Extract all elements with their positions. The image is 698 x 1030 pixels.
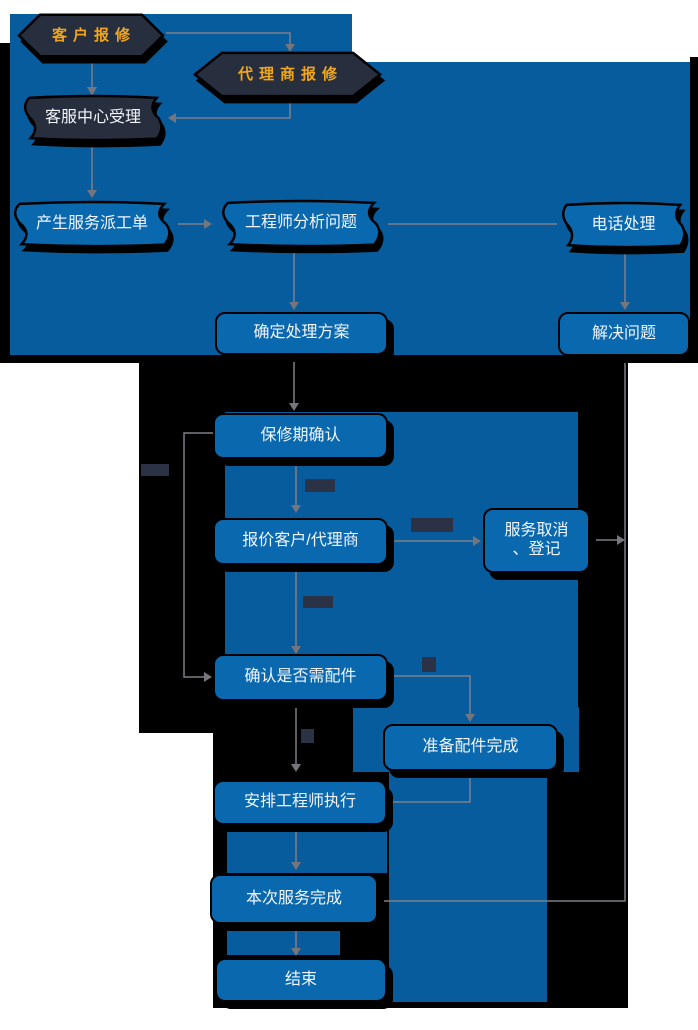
node-label: 保修期确认 [260,426,341,444]
node-parts-ready: 准备配件完成 [383,724,558,771]
condition-label-box [411,518,453,532]
hexagon-shape [16,13,166,58]
node-label-line1: 服务取消 [504,522,569,540]
node-label: 确定处理方案 [253,324,350,342]
node-agent-report: 代理商报修 [191,51,384,98]
node-label: 产生服务派工单 [35,214,148,232]
panel-shadow-right [690,57,698,363]
node-confirm-parts-needed: 确认是否需配件 [213,654,388,701]
panel-blue-gap2 [227,928,340,955]
condition-label-box [301,729,314,743]
tape-shape [17,94,169,142]
node-service-complete: 本次服务完成 [210,874,378,924]
node-label: 确认是否需配件 [244,668,357,686]
node-solve-problem: 解决问题 [558,312,690,356]
node-label: 解决问题 [591,324,656,342]
node-customer-report: 客户报修 [16,13,166,58]
node-assign-engineer: 安排工程师执行 [213,780,387,825]
hexagon-shape [191,51,384,98]
tape-shape [6,200,178,248]
node-phone-handle: 电话处理 [556,201,691,249]
node-create-work-order: 产生服务派工单 [6,200,178,248]
node-engineer-analyze: 工程师分析问题 [214,199,388,248]
node-label: 报价客户/代理商 [242,532,359,550]
condition-label-box [303,596,333,608]
node-label: 安排工程师执行 [243,793,356,811]
condition-label-box [305,479,335,492]
node-label: 准备配件完成 [422,738,519,756]
node-label: 客户报修 [51,26,136,44]
node-quote-customer-agent: 报价客户/代理商 [213,518,388,565]
node-service-cancel-register: 服务取消 、登记 [483,508,590,573]
node-label: 代理商报修 [237,65,343,83]
tape-shape [214,199,388,248]
condition-label-box [141,464,169,476]
node-label: 客服中心受理 [44,108,141,126]
node-warranty-confirm: 保修期确认 [213,413,388,459]
condition-label-box [422,657,436,672]
node-label: 本次服务完成 [245,889,342,907]
node-confirm-plan: 确定处理方案 [215,312,388,355]
node-end: 结束 [215,958,387,1002]
tape-shape [556,201,691,249]
node-label: 工程师分析问题 [244,214,357,232]
panel-blue-lowright [389,772,547,1002]
node-label: 电话处理 [591,215,656,233]
node-label-line2: 、登记 [512,540,561,558]
panel-shadow-bottom [628,355,698,363]
node-label: 结束 [284,970,317,988]
panel-blue-gap1 [227,828,387,873]
node-service-center-accept: 客服中心受理 [17,94,169,142]
